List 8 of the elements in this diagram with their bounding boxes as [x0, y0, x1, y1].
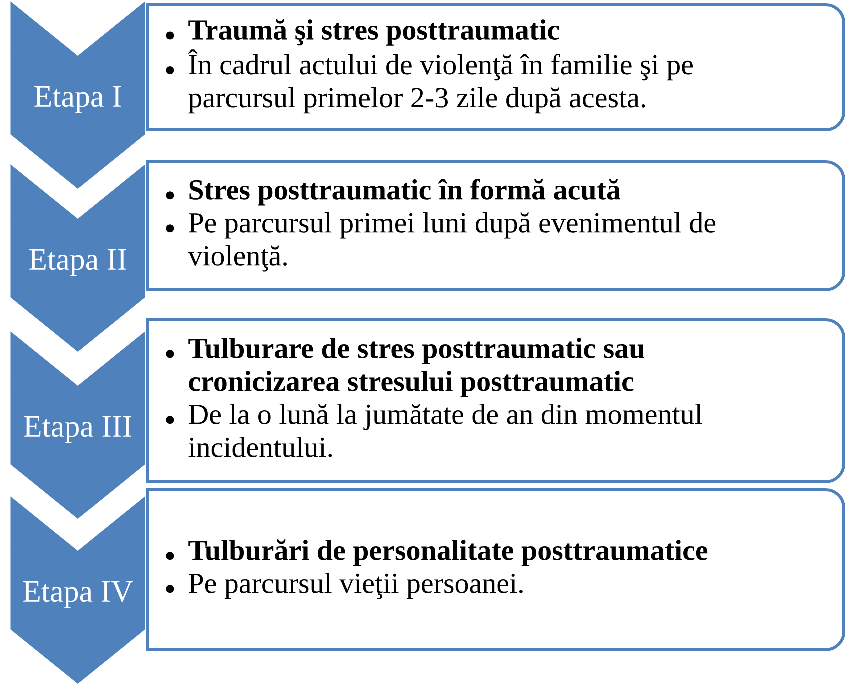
text-box: Tulburare de stres posttraumatic sau cronicizarea stresului posttraumatic De la o lună la jumătate de an din momentul incidentului. [146, 318, 846, 484]
text-box: Stres posttraumatic în formă acută Pe parcursul primei luni după evenimentul de violenţă. [146, 160, 846, 292]
stage-label-band: Etapa II [9, 161, 147, 354]
stage-label-band: Etapa III [9, 328, 147, 521]
stage-label-band: Etapa IV [9, 493, 147, 686]
text-box: Traumă şi stres posttraumatic În cadrul actului de violenţă în familie şi pe parcursul primelor 2-3 zile după acesta. [146, 4, 846, 132]
text-box: Tulburări de personalitate posttraumatice Pe parcursul vieţii persoanei. [146, 488, 846, 652]
stage-label-band: Etapa I [9, 0, 147, 191]
